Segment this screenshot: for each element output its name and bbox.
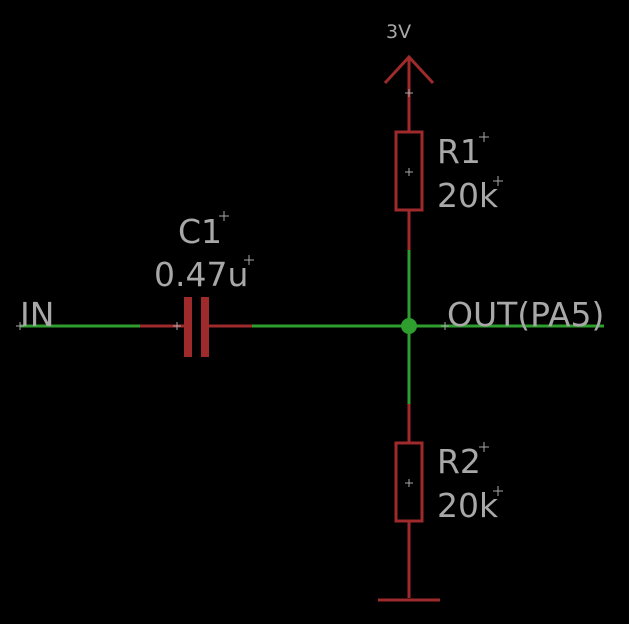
c1-value-label: 0.47u	[154, 255, 248, 294]
resistor-r2	[394, 404, 424, 598]
output-net-label: OUT(PA5)	[447, 295, 604, 334]
r2-value-label: 20k	[437, 486, 499, 525]
r1-name-label: R1	[437, 132, 481, 171]
junction-dot	[401, 318, 417, 334]
r1-value-label: 20k	[437, 176, 499, 215]
capacitor-c1	[140, 297, 252, 357]
resistor-r1	[394, 130, 424, 250]
r2-name-label: R2	[437, 442, 481, 481]
input-net-label: IN	[20, 295, 54, 334]
supply-label: 3V	[386, 21, 411, 43]
c1-name-label: C1	[178, 212, 222, 251]
origin-crosses	[16, 89, 503, 496]
